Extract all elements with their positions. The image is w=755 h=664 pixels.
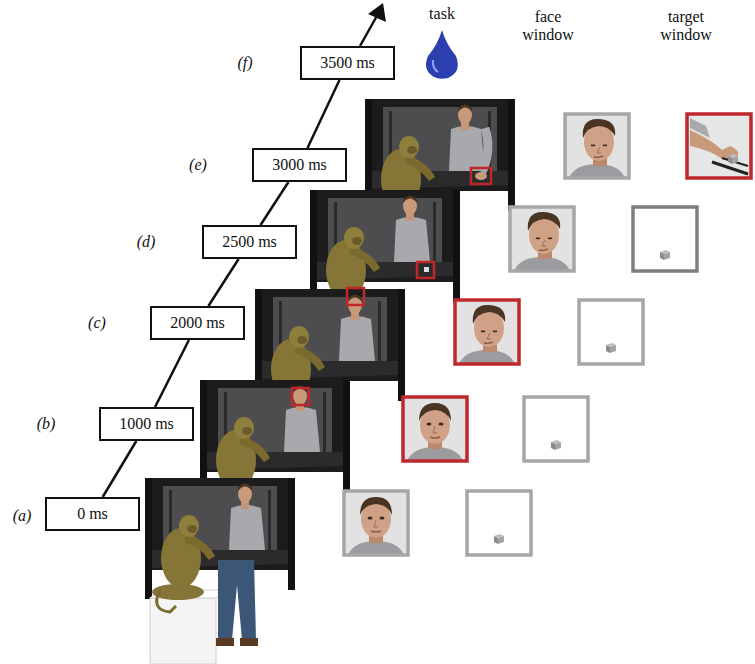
time-box: 2000 ms (150, 306, 245, 340)
time-label: 1000 ms (119, 415, 174, 433)
time-box: 1000 ms (99, 407, 194, 441)
axis-segment (103, 441, 137, 497)
axis-segment (308, 80, 340, 148)
axis-segment (155, 340, 189, 407)
panel-letter: (f) (237, 54, 252, 72)
axis-segment (261, 182, 289, 225)
time-label: 0 ms (77, 505, 108, 523)
time-label: 3500 ms (320, 54, 375, 72)
time-box: 3500 ms (300, 46, 395, 80)
axis-segment (208, 259, 238, 306)
panel-letter: (a) (13, 507, 32, 525)
time-box: 0 ms (45, 497, 140, 531)
time-label: 3000 ms (272, 156, 327, 174)
column-heading: target window (654, 8, 718, 45)
time-label: 2000 ms (170, 314, 225, 332)
time-box: 2500 ms (202, 225, 297, 259)
time-box: 3000 ms (252, 148, 347, 182)
panel-letter: (c) (88, 314, 106, 332)
panel-letter: (d) (137, 233, 156, 251)
column-heading: face window (516, 8, 580, 45)
column-heading: task (429, 5, 455, 23)
time-label: 2500 ms (222, 233, 277, 251)
panel-letter: (e) (189, 156, 207, 174)
panel-letter: (b) (37, 415, 56, 433)
